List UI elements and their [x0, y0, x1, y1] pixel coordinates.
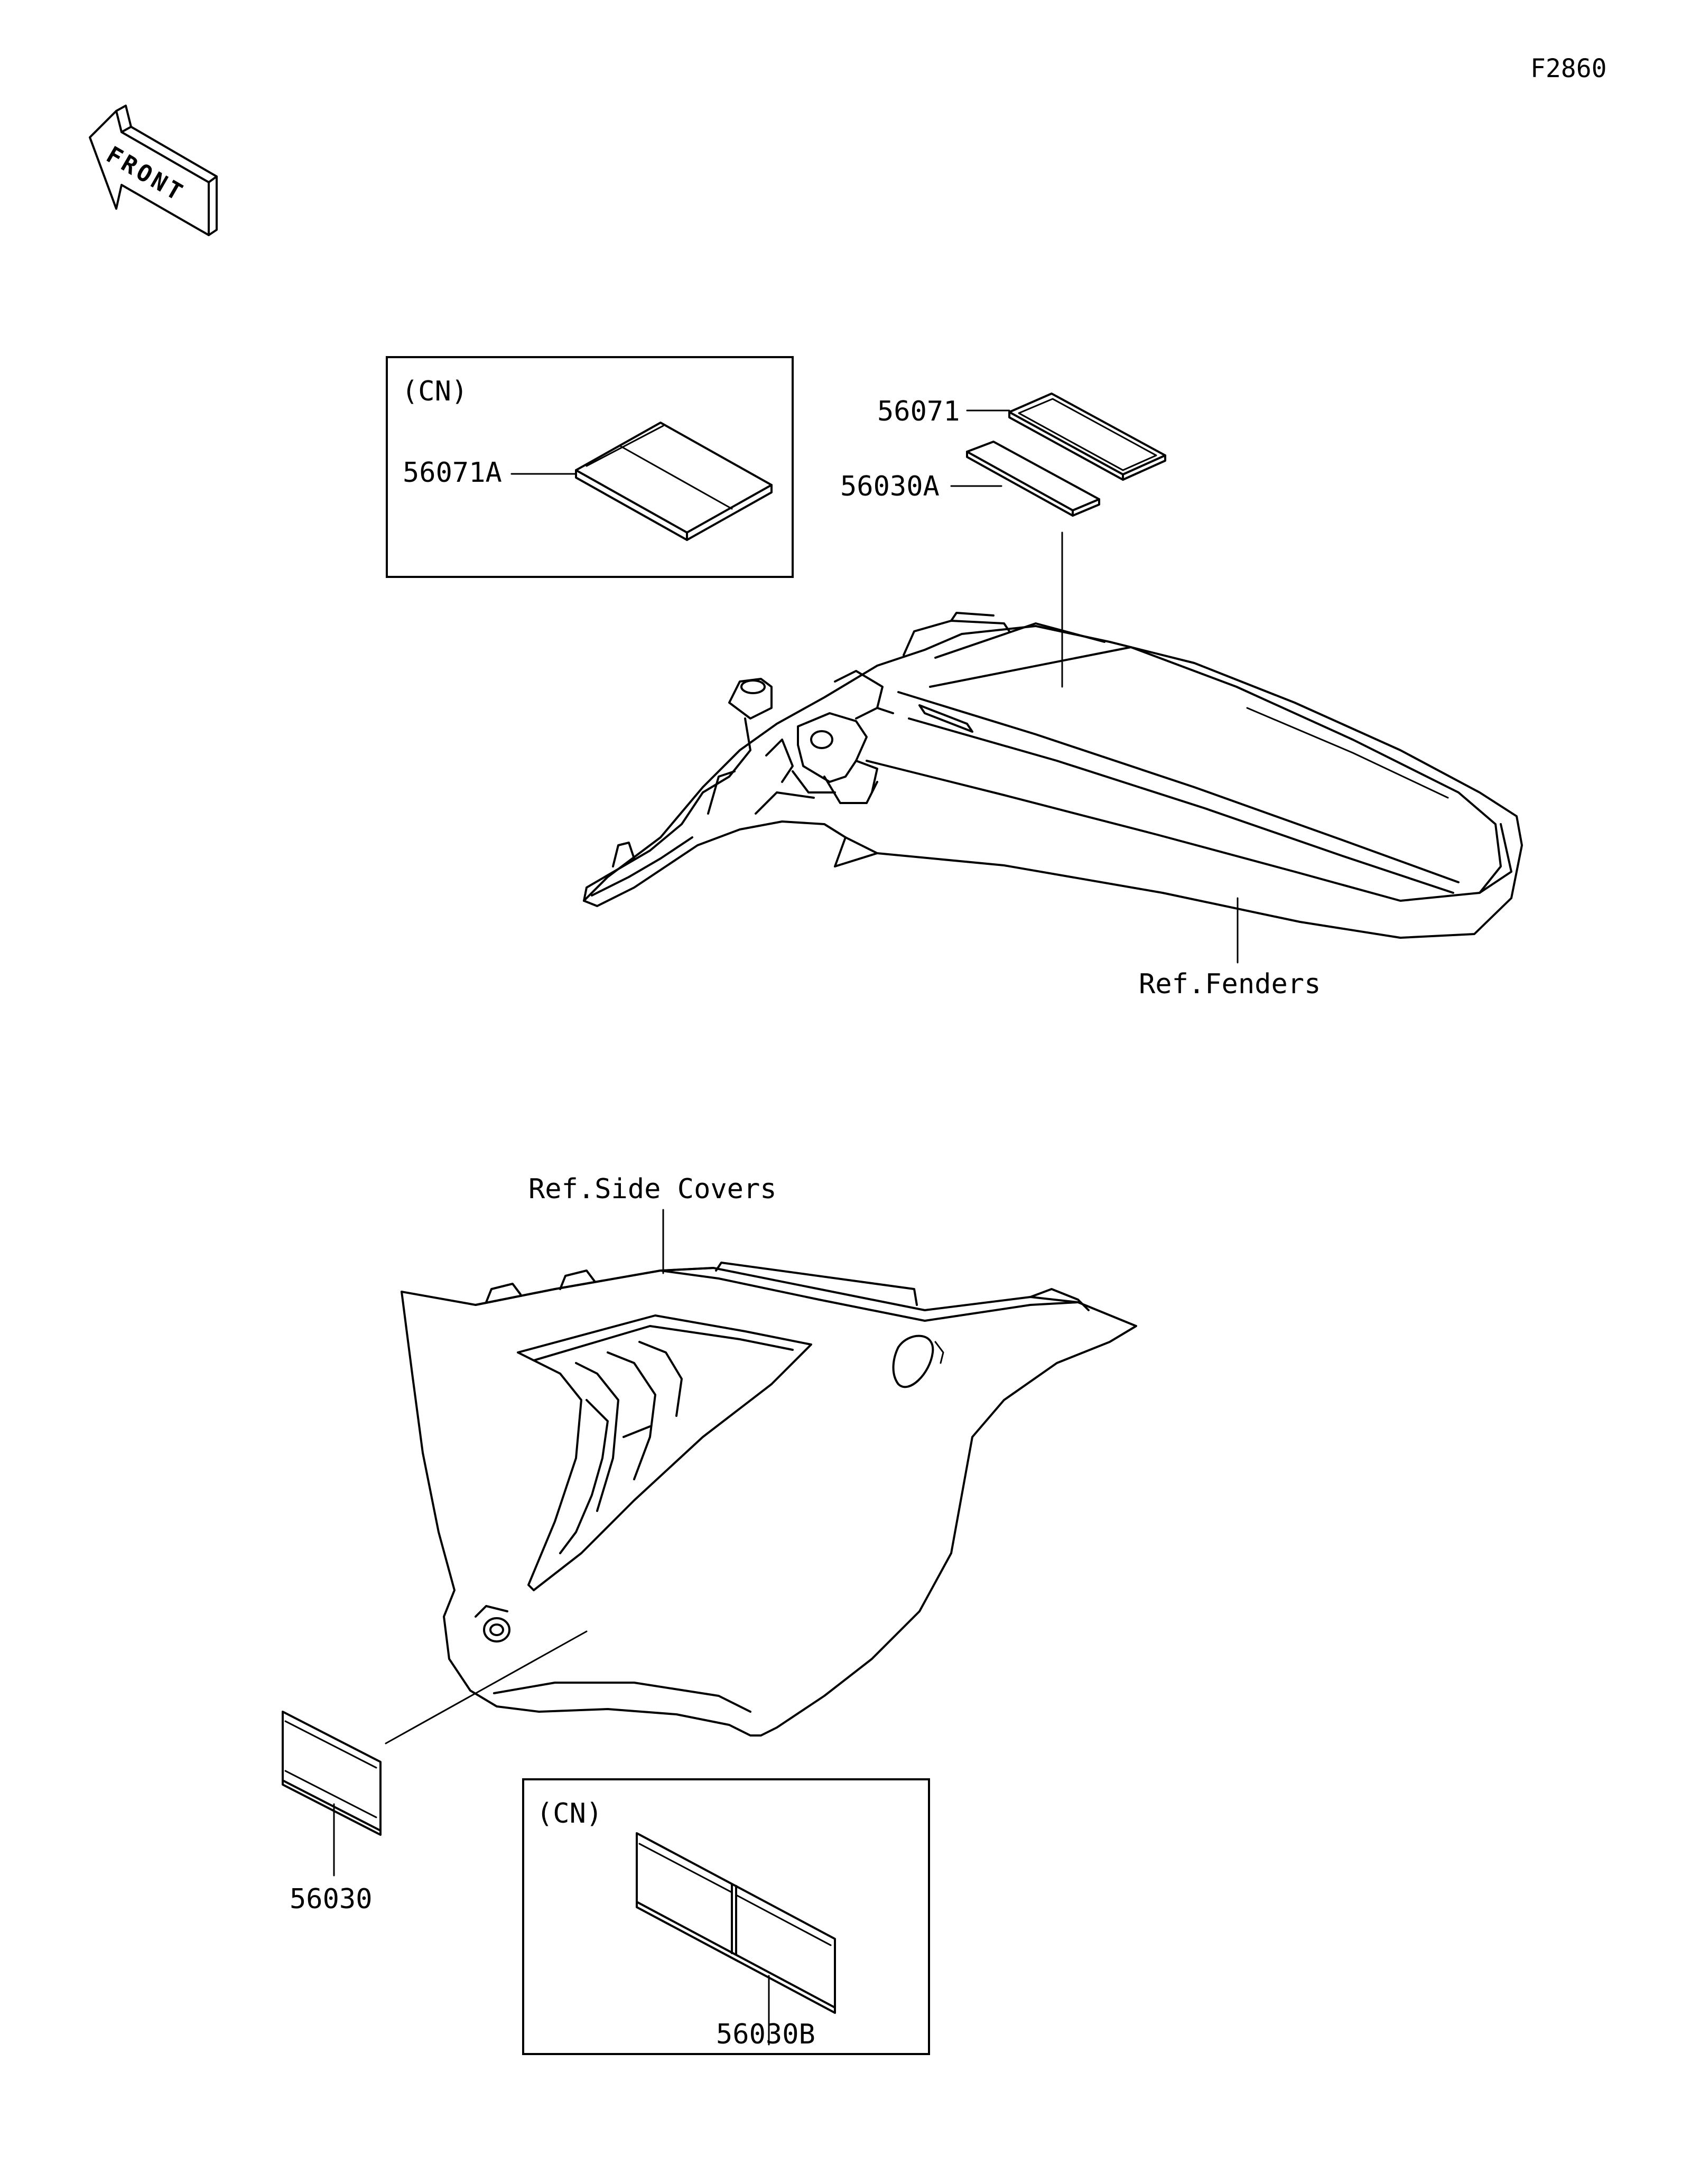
sticker-56030A [966, 441, 1100, 517]
sticker-56071A [575, 422, 773, 541]
ref-fenders-label: Ref.Fenders [1139, 968, 1321, 1000]
rear-fender-drawing [583, 612, 1523, 939]
part-label-56071: 56071 [877, 396, 960, 427]
sticker-56071 [1008, 393, 1166, 481]
ref-side-covers-label: Ref.Side Covers [528, 1173, 777, 1205]
front-arrow-icon: FRONT [89, 105, 218, 236]
cn-tag-bottom: (CN) [536, 1798, 602, 1830]
part-label-56030: 56030 [290, 1883, 373, 1915]
part-label-56030B: 56030B [716, 2019, 815, 2050]
sticker-56030B [636, 1832, 836, 2014]
cn-box-top: (CN) 56071A [386, 356, 794, 578]
cn-tag-top: (CN) [402, 376, 468, 407]
cn-box-bottom: (CN) 56030B [522, 1778, 930, 2055]
side-cover-drawing [401, 1262, 1137, 1737]
sticker-56030 [282, 1711, 382, 1836]
part-label-56030A: 56030A [840, 471, 940, 502]
part-label-56071A: 56071A [403, 457, 502, 489]
diagram-code: F2860 [1530, 54, 1607, 83]
